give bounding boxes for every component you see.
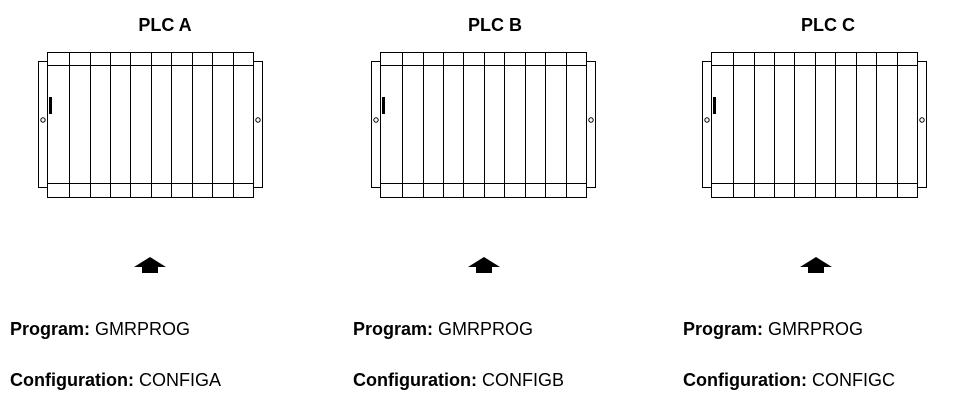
plc-title: PLC A [138,15,192,35]
configuration-label: Configuration: [10,370,134,390]
plc-rack-icon [38,52,263,198]
configuration-value: CONFIGB [482,370,565,390]
program-line: Program: GMRPROG [353,319,533,340]
program-value: GMRPROG [768,319,864,339]
plc-unit-a: PLC A Program: GMRPROG Configuration: CO… [8,0,328,398]
program-line: Program: GMRPROG [10,319,190,340]
configuration-label: Configuration: [353,370,477,390]
plc-title: PLC B [468,15,522,35]
plc-unit-b: PLC B Program: GMRPROG Configuration: CO… [341,0,661,398]
configuration-line: Configuration: CONFIGB [353,370,564,391]
plc-unit-c: PLC C Program: GMRPROG Configuration: CO… [672,0,965,398]
program-line: Program: GMRPROG [683,319,863,340]
up-arrow-icon [134,257,166,273]
plc-rack-icon [371,52,596,198]
configuration-line: Configuration: CONFIGA [10,370,221,391]
up-arrow-icon [800,257,832,273]
program-label: Program: [10,319,91,339]
up-arrow-icon [468,257,500,273]
plc-rack-icon [702,52,927,198]
configuration-label: Configuration: [683,370,807,390]
configuration-value: CONFIGC [812,370,895,390]
program-value: GMRPROG [438,319,534,339]
program-value: GMRPROG [95,319,191,339]
plc-title: PLC C [801,15,855,35]
configuration-value: CONFIGA [139,370,222,390]
program-label: Program: [683,319,764,339]
program-label: Program: [353,319,434,339]
configuration-line: Configuration: CONFIGC [683,370,895,391]
